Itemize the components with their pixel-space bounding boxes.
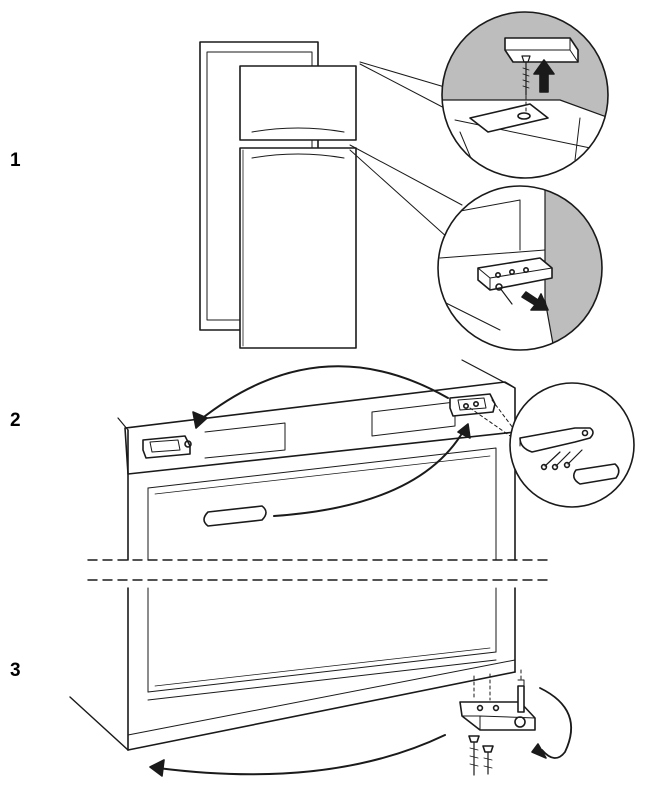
door-recess-left bbox=[142, 435, 191, 459]
step-3-door bbox=[69, 587, 573, 777]
door-panel-inner bbox=[147, 447, 497, 561]
door-recess-handle-slot bbox=[449, 393, 496, 417]
curved-arrow-icon bbox=[273, 429, 465, 517]
detail-top-hinge bbox=[441, 11, 609, 179]
top-hinge-screw bbox=[521, 55, 531, 96]
curved-arrow-icon bbox=[539, 687, 573, 759]
handle-bracket bbox=[519, 427, 594, 453]
middle-hinge-screw bbox=[499, 287, 513, 305]
curved-arrow-icon bbox=[199, 365, 449, 421]
lower-hinge-screws bbox=[473, 737, 489, 776]
callout-line-middle-hinge bbox=[349, 144, 463, 239]
detail-step-2-handle bbox=[509, 382, 635, 508]
step-number-3: 3 bbox=[10, 660, 21, 681]
curved-arrow-icon bbox=[157, 734, 446, 776]
freezer-door-handle bbox=[251, 127, 345, 133]
freezer-door bbox=[239, 65, 357, 141]
step-2-door bbox=[117, 359, 517, 561]
top-hinge-plate bbox=[469, 103, 549, 133]
door-recess-right bbox=[371, 401, 456, 437]
door-recess-middle bbox=[204, 422, 286, 459]
detail-circle-step-2 bbox=[509, 382, 635, 508]
door-bottom-edge bbox=[127, 671, 516, 751]
callout-line-top-hinge bbox=[359, 61, 453, 113]
fridge-door bbox=[239, 147, 357, 349]
detail-middle-hinge bbox=[437, 185, 603, 351]
detail-circle-top bbox=[441, 11, 609, 179]
fridge-door-handle bbox=[251, 153, 345, 159]
step-1-fridge bbox=[199, 41, 463, 349]
step-number-1: 1 bbox=[10, 150, 21, 171]
hinge-pin bbox=[517, 685, 525, 713]
arrow-up-icon bbox=[533, 59, 555, 93]
door-handle bbox=[203, 505, 267, 527]
cabinet-top-surface bbox=[442, 12, 608, 120]
arrow-down-right-icon bbox=[521, 291, 549, 311]
handle-cover bbox=[572, 463, 620, 485]
handle-screws bbox=[544, 449, 583, 467]
step-number-2: 2 bbox=[10, 410, 21, 431]
break-lines bbox=[87, 559, 549, 581]
detail-circle-middle bbox=[437, 185, 603, 351]
